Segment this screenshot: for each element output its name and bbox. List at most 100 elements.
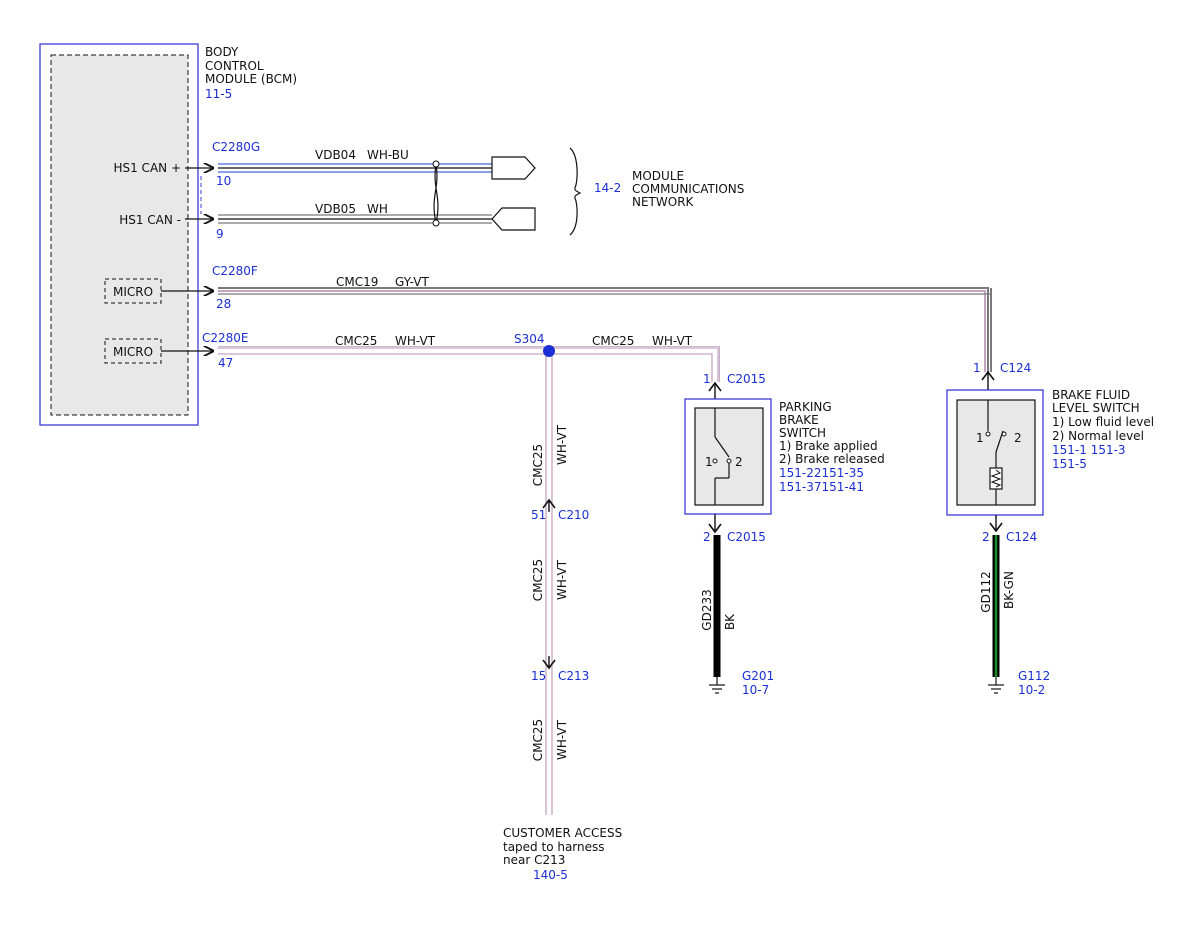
- customer-access-ref[interactable]: 140-5: [533, 868, 568, 882]
- c124-bottom-id[interactable]: C124: [1006, 530, 1037, 544]
- gd112-circuit: GD112: [979, 571, 993, 612]
- pin-47-label: 47: [218, 356, 233, 370]
- cmc25-b-color: WH-VT: [652, 334, 693, 348]
- fluid-title-2: LEVEL SWITCH: [1052, 401, 1140, 415]
- g112-ref[interactable]: 10-2: [1018, 683, 1045, 697]
- fluid-title-1: BRAKE FLUID: [1052, 388, 1130, 402]
- gd233-color: BK: [723, 613, 737, 630]
- parking-state-2: 2) Brake released: [779, 452, 885, 466]
- cmc19-circuit: CMC19: [336, 275, 378, 289]
- splice-s304-label[interactable]: S304: [514, 332, 545, 346]
- wire-vdb04[interactable]: [218, 163, 492, 173]
- cmc19-color: GY-VT: [395, 275, 429, 289]
- fluid-ref-2[interactable]: 151-5: [1052, 457, 1087, 471]
- cmc25-v1-color: WH-VT: [555, 424, 569, 465]
- parking-contact-2: [726, 458, 732, 464]
- g201-id[interactable]: G201: [742, 669, 774, 683]
- ground-g112-symbol: [988, 677, 1004, 694]
- parking-title-3: SWITCH: [779, 426, 826, 440]
- micro-label-2: MICRO: [113, 345, 153, 359]
- twisted-pair-symbol: [433, 163, 439, 224]
- customer-access-2: taped to harness: [503, 840, 605, 854]
- c2280e-label[interactable]: C2280E: [202, 331, 249, 345]
- c213-pin: 15: [531, 669, 546, 683]
- wire-cmc19[interactable]: [218, 287, 992, 372]
- customer-access-1: CUSTOMER ACCESS: [503, 826, 622, 840]
- c2015-top-id[interactable]: C2015: [727, 372, 766, 386]
- parking-contact-1: [712, 458, 718, 464]
- bcm-body: [50, 54, 189, 416]
- parking-title-1: PARKING: [779, 400, 832, 414]
- bcm-title-1: BODY: [205, 45, 239, 59]
- gd112-color: BK-GN: [1002, 571, 1016, 609]
- cmc25-v3-circuit: CMC25: [531, 719, 545, 761]
- c124-bottom-pin: 2: [982, 530, 990, 544]
- micro-box-1: [104, 278, 162, 304]
- micro-box-2: [104, 338, 162, 364]
- pin-28-label: 28: [216, 297, 231, 311]
- cmc25-v3-color: WH-VT: [555, 719, 569, 760]
- bcm-ref[interactable]: 11-5: [205, 87, 232, 101]
- parking-state-1: 1) Brake applied: [779, 439, 878, 453]
- c2280f-label[interactable]: C2280F: [212, 264, 258, 278]
- cmc25-a-color: WH-VT: [395, 334, 436, 348]
- splice-s304-node[interactable]: [543, 345, 555, 357]
- wire-vdb05[interactable]: [218, 214, 492, 224]
- micro-label-1: MICRO: [113, 285, 153, 299]
- c124-top-pin: 1: [973, 361, 981, 375]
- wire-cmc25-vertical[interactable]: [545, 351, 553, 815]
- parking-contact-label-1: 1: [705, 455, 713, 469]
- fluid-contact-label-2: 2: [1014, 431, 1022, 445]
- ground-g201-symbol: [709, 677, 725, 694]
- vdb05-circuit: VDB05: [315, 202, 356, 216]
- cmc25-v2-color: WH-VT: [555, 559, 569, 600]
- c2280g-label[interactable]: C2280G: [212, 140, 260, 154]
- network-title-3: NETWORK: [632, 195, 695, 209]
- c210-id[interactable]: C210: [558, 508, 589, 522]
- customer-access-3: near C213: [503, 853, 565, 867]
- hs1-can-plus-label: HS1 CAN +: [113, 161, 181, 175]
- fluid-switch-blade: [995, 430, 1004, 453]
- fluid-state-1: 1) Low fluid level: [1052, 415, 1154, 429]
- pin-10-label: 10: [216, 174, 231, 188]
- bcm-title-2: CONTROL: [205, 59, 264, 73]
- bcm-title-3: MODULE (BCM): [205, 72, 297, 86]
- c2015-top-pin: 1: [703, 372, 711, 386]
- network-title-2: COMMUNICATIONS: [632, 182, 744, 196]
- wire-cmc25-horizontal[interactable]: [218, 346, 720, 383]
- fluid-contact-label-1: 1: [976, 431, 984, 445]
- network-connector-1: [491, 156, 536, 180]
- network-ref[interactable]: 14-2: [594, 181, 621, 195]
- vdb04-circuit: VDB04: [315, 148, 356, 162]
- cmc25-a-circuit: CMC25: [335, 334, 377, 348]
- twist-node-bottom: [432, 219, 440, 227]
- c210-pin: 51: [531, 508, 546, 522]
- g201-ref[interactable]: 10-7: [742, 683, 769, 697]
- network-title-1: MODULE: [632, 169, 684, 183]
- vdb05-color: WH: [367, 202, 388, 216]
- vdb04-color: WH-BU: [367, 148, 409, 162]
- cmc25-v2-circuit: CMC25: [531, 559, 545, 601]
- fluid-float-zigzag: [990, 469, 1002, 488]
- parking-ref-1[interactable]: 151-22151-35: [779, 466, 864, 480]
- parking-switch-blade: [714, 436, 730, 458]
- c2015-bottom-pin: 2: [703, 530, 711, 544]
- c2015-bottom-id[interactable]: C2015: [727, 530, 766, 544]
- c213-id[interactable]: C213: [558, 669, 589, 683]
- network-brace: [569, 147, 582, 236]
- fluid-contact-1: [985, 431, 991, 437]
- twist-node-top: [432, 160, 440, 168]
- g112-id[interactable]: G112: [1018, 669, 1050, 683]
- cmc25-b-circuit: CMC25: [592, 334, 634, 348]
- parking-contact-label-2: 2: [735, 455, 743, 469]
- gd233-circuit: GD233: [700, 589, 714, 630]
- c124-top-id[interactable]: C124: [1000, 361, 1031, 375]
- parking-title-2: BRAKE: [779, 413, 819, 427]
- cmc25-v1-circuit: CMC25: [531, 444, 545, 486]
- fluid-ref-1[interactable]: 151-1 151-3: [1052, 443, 1126, 457]
- fluid-float-element: [989, 467, 1003, 490]
- fluid-state-2: 2) Normal level: [1052, 429, 1144, 443]
- parking-ref-2[interactable]: 151-37151-41: [779, 480, 864, 494]
- hs1-can-minus-label: HS1 CAN -: [119, 213, 181, 227]
